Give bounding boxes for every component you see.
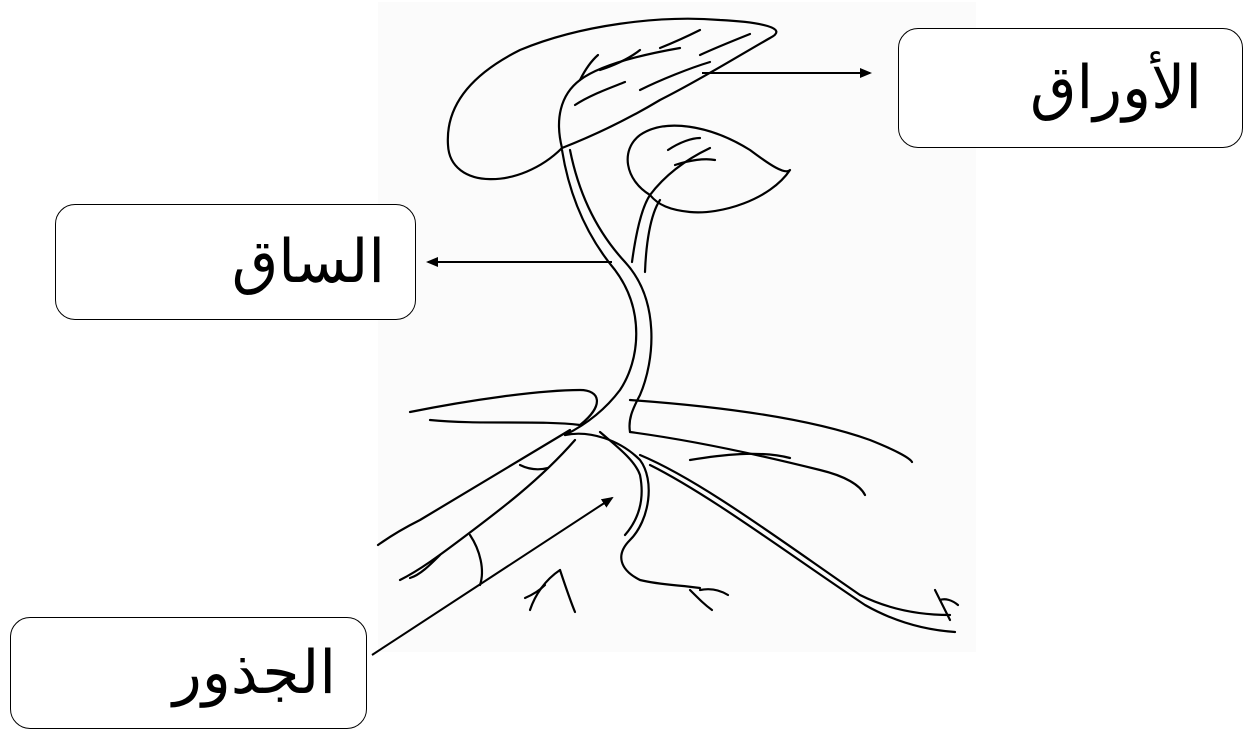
label-stem-text: الساق [232, 232, 385, 292]
label-roots: الجذور [10, 617, 367, 729]
drawing-background [378, 2, 976, 652]
label-roots-text: الجذور [173, 643, 336, 703]
label-stem: الساق [55, 204, 416, 320]
label-leaves: الأوراق [898, 28, 1243, 148]
label-leaves-text: الأوراق [1030, 58, 1202, 118]
